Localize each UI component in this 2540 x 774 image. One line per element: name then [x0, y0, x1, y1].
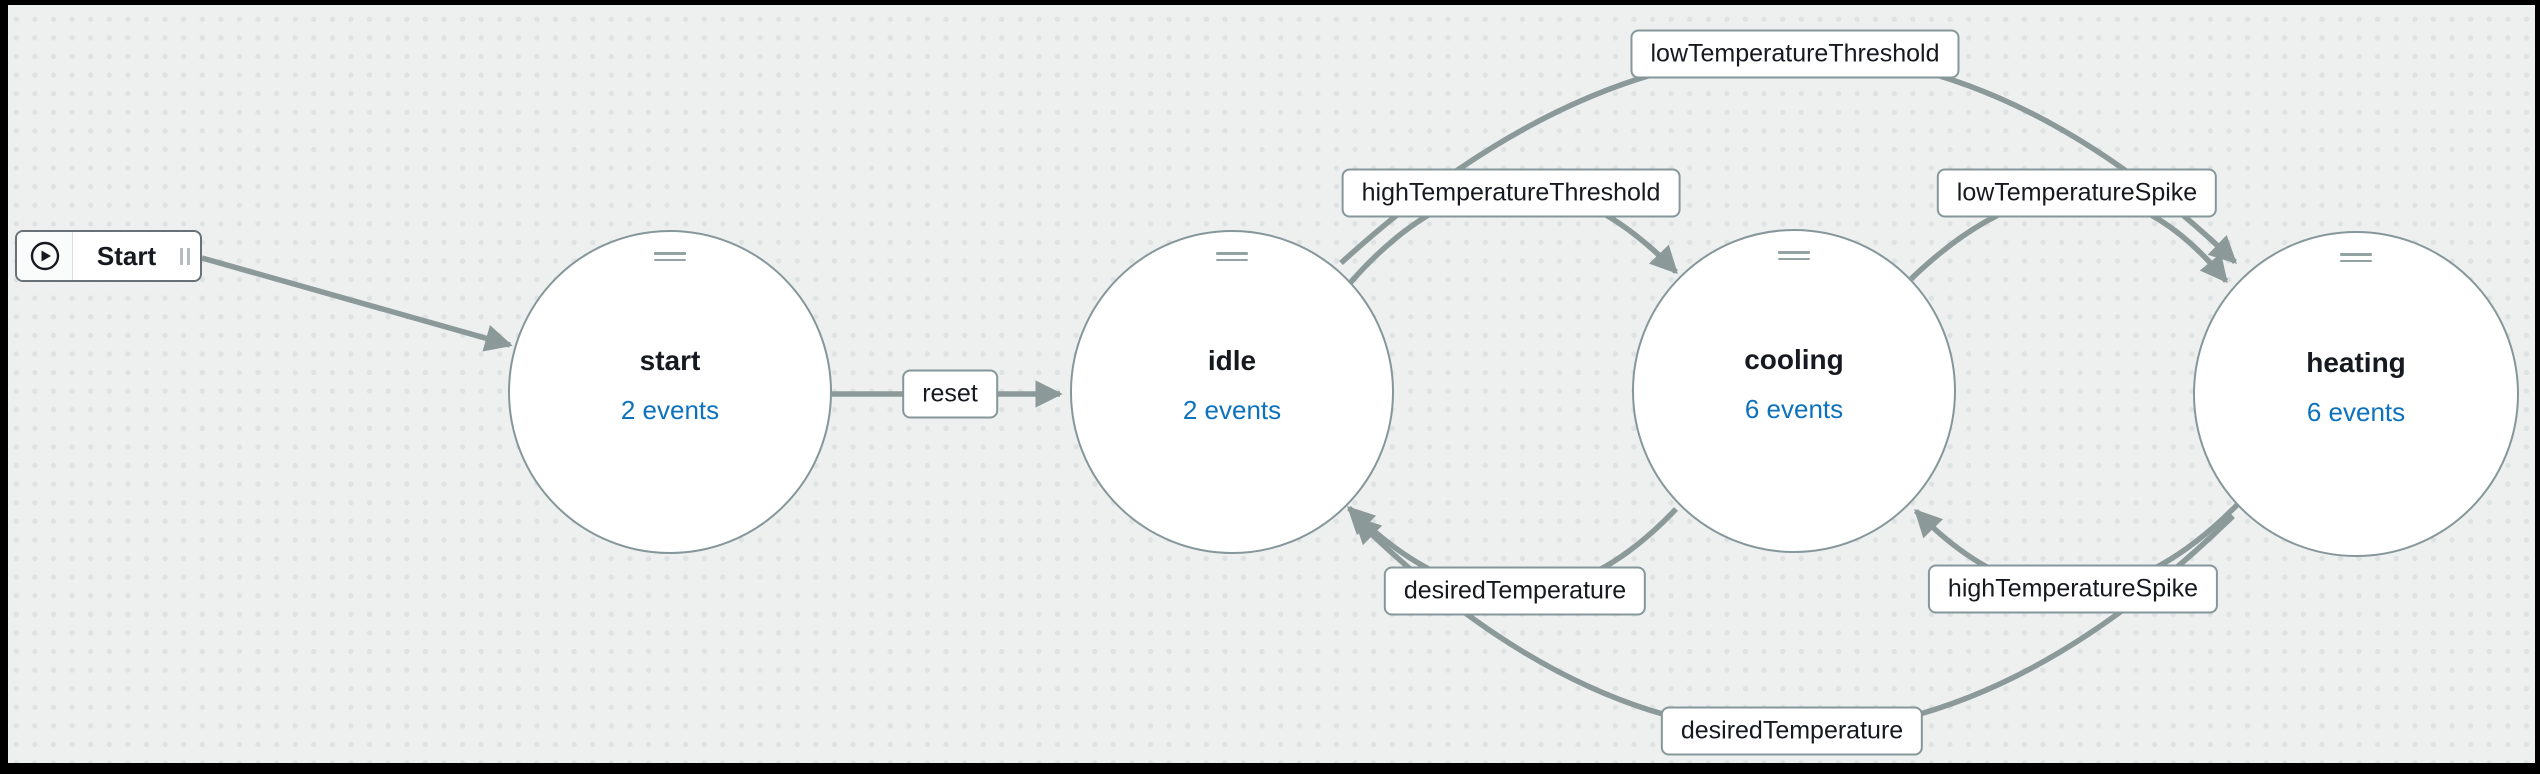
state-events-link[interactable]: 6 events [1744, 393, 1844, 424]
state-node-heating[interactable]: heating 6 events [2193, 231, 2519, 557]
transition-label-desiredTemperature[interactable]: desiredTemperature [1660, 706, 1924, 756]
drag-handle-icon[interactable] [1778, 251, 1810, 260]
transition-label-reset[interactable]: reset [902, 369, 998, 419]
window-frame-right [2535, 0, 2540, 774]
drag-handle-icon[interactable] [654, 252, 686, 261]
transition-edge-start-entry[interactable] [201, 255, 513, 352]
state-events-link[interactable]: 6 events [2306, 396, 2406, 427]
state-name: idle [1207, 344, 1257, 376]
state-node-cooling[interactable]: cooling 6 events [1632, 229, 1956, 553]
state-node-start[interactable]: start 2 events [508, 230, 832, 554]
state-name: cooling [1744, 343, 1844, 375]
state-name: start [639, 344, 701, 376]
start-trigger-node[interactable]: Start [15, 230, 202, 282]
play-circle-icon [17, 232, 73, 280]
state-events-link[interactable]: 2 events [620, 394, 720, 425]
start-node-label: Start [96, 240, 157, 271]
state-name: heating [2306, 346, 2406, 378]
state-node-idle[interactable]: idle 2 events [1070, 230, 1394, 554]
state-events-link[interactable]: 2 events [1182, 394, 1282, 425]
window-frame-top [0, 0, 2540, 5]
drag-handle-icon[interactable] [1216, 252, 1248, 261]
window-frame-bottom [0, 763, 2540, 774]
transition-label-lowTemperatureThreshold[interactable]: lowTemperatureThreshold [1630, 29, 1960, 79]
drag-handle-icon[interactable] [2340, 253, 2372, 262]
transition-label-desiredTemperature[interactable]: desiredTemperature [1383, 566, 1647, 616]
drag-handle-icon[interactable] [180, 247, 190, 265]
transition-label-lowTemperatureSpike[interactable]: lowTemperatureSpike [1936, 168, 2218, 218]
window-frame-left [0, 0, 8, 774]
transition-label-highTemperatureSpike[interactable]: highTemperatureSpike [1927, 564, 2219, 614]
transition-label-highTemperatureThreshold[interactable]: highTemperatureThreshold [1341, 168, 1681, 218]
